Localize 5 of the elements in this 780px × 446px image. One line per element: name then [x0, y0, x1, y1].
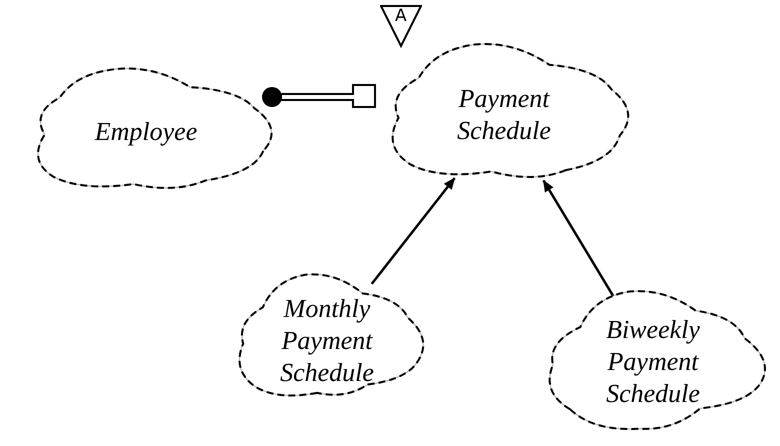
abstract-label: A — [395, 6, 407, 26]
class-name: Biweekly Payment Schedule — [605, 314, 701, 410]
class-name: Payment Schedule — [456, 83, 552, 147]
class-name: Employee — [94, 116, 198, 148]
class-name: Monthly Payment Schedule — [279, 293, 375, 389]
